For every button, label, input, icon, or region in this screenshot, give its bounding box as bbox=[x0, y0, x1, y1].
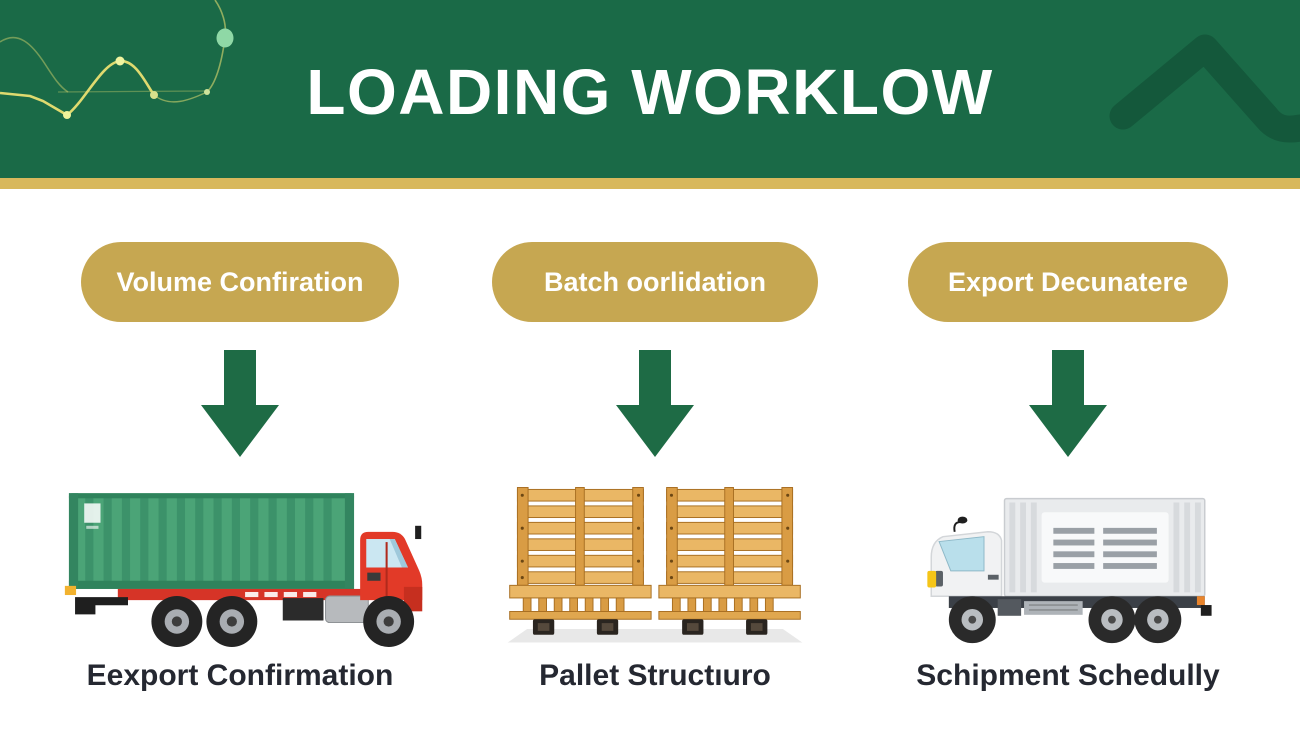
down-arrow-icon bbox=[616, 350, 694, 457]
header-band: LOADING WORKLOW bbox=[0, 0, 1300, 178]
step-caption: Pallet Structıuro bbox=[539, 659, 771, 692]
gold-stripe-divider bbox=[0, 178, 1300, 189]
down-arrow-icon bbox=[1029, 350, 1107, 457]
step-pill-label: Export Decunatere bbox=[947, 266, 1189, 297]
page-title: LOADING WORKLOW bbox=[306, 56, 994, 128]
step-pill-label: Volume Confiration bbox=[116, 266, 364, 297]
step-pill: Export Decunatere bbox=[908, 242, 1228, 322]
white-box-truck-illustration bbox=[911, 481, 1226, 654]
red-container-truck-illustration bbox=[54, 481, 426, 654]
step-caption: Eexport Confirmation bbox=[86, 659, 394, 692]
step-pill-label: Batch oorlidation bbox=[544, 266, 766, 297]
line-chart-decoration-icon bbox=[0, 0, 234, 119]
step-caption: Schipment Schedully bbox=[916, 659, 1220, 692]
wooden-pallets-illustration bbox=[500, 481, 810, 654]
workflow-step-2: Batch oorlidation bbox=[455, 189, 855, 743]
workflow-step-1: Volume Confiration bbox=[40, 189, 440, 743]
workflow-step-3: Export Decunatere bbox=[868, 189, 1268, 743]
down-arrow-icon bbox=[201, 350, 279, 457]
step-pill: Batch oorlidation bbox=[492, 242, 818, 322]
step-pill: Volume Confiration bbox=[81, 242, 399, 322]
zigzag-line-decoration-icon bbox=[1109, 34, 1300, 143]
